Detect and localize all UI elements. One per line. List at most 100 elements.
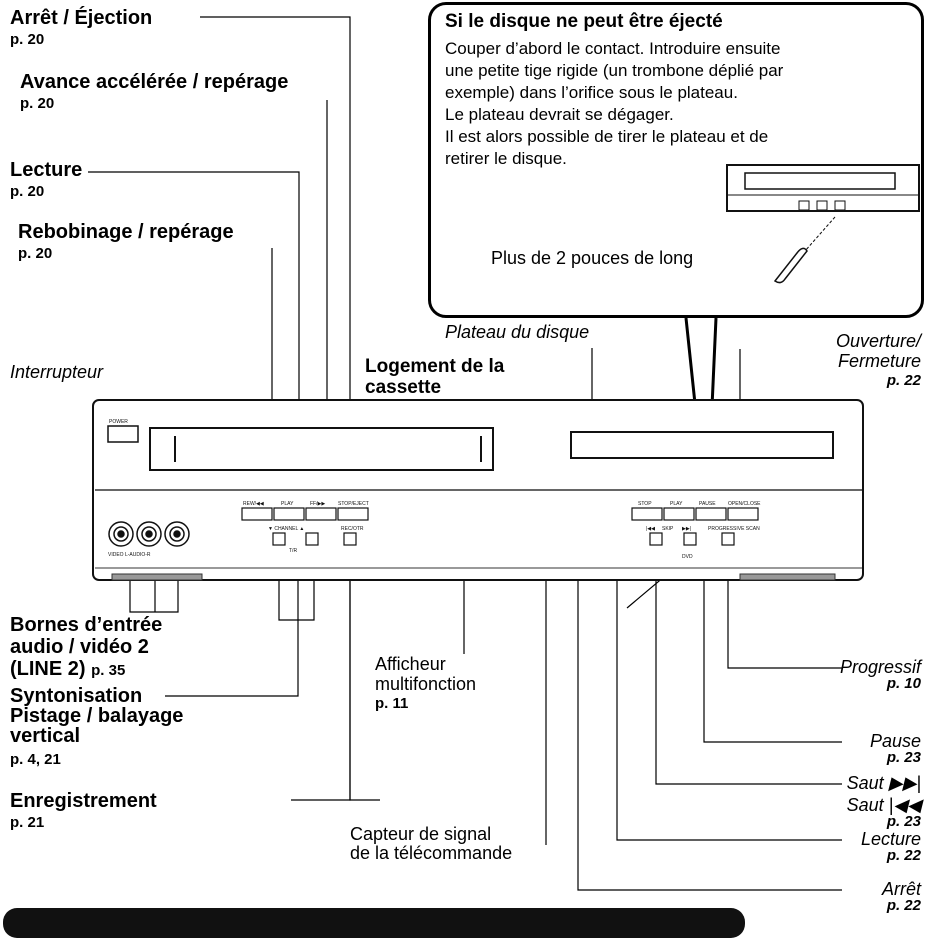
power-button[interactable]	[107, 425, 139, 443]
label-page: p. 20	[10, 183, 45, 200]
label-stop-dvd: Arrêt p. 22	[882, 880, 921, 913]
label-power: Interrupteur	[10, 362, 104, 382]
leader-skip-fwd	[655, 548, 842, 785]
progressive-button[interactable]	[721, 532, 735, 546]
label-line: Capteur de signal	[350, 824, 492, 844]
label-text: Lecture	[10, 159, 83, 181]
dvd-play-marking: PLAY	[670, 501, 683, 507]
rew-marking: REW/◀◀	[243, 501, 264, 507]
label-play-dvd: Lecture p. 22	[861, 830, 921, 863]
eject-help-callout: Si le disque ne peut être éjecté Couper …	[428, 2, 924, 318]
disc-tray[interactable]	[570, 431, 834, 459]
leader-jacks	[129, 552, 179, 613]
label-page: p. 22	[886, 372, 921, 389]
label-disc-tray: Plateau du disque	[445, 322, 590, 342]
callout-hint: Plus de 2 pouces de long	[491, 248, 694, 268]
label-page: p. 20	[20, 95, 55, 112]
label-line: Syntonisation	[10, 685, 143, 707]
record-button[interactable]	[343, 532, 357, 546]
dvd-pause-marking: PAUSE	[699, 501, 716, 507]
label-line: (LINE 2)	[10, 658, 86, 680]
label-text: Arrêt / Éjection	[10, 7, 153, 29]
device-markings: POWER REW/◀◀ PLAY FF/▶▶ STOP/EJECT ▼ CHA…	[108, 419, 761, 560]
label-line: Ouverture/	[835, 331, 921, 351]
label-progressive: Progressif p. 10	[840, 658, 921, 691]
leader-play-vcr	[88, 171, 300, 508]
label-tracking: Syntonisation Pistage / balayage vertica…	[10, 686, 183, 770]
label-text: Pause	[869, 731, 921, 751]
label-skip-fwd: Saut ▶▶|	[846, 773, 921, 793]
channel-up-button[interactable]	[305, 532, 319, 546]
label-stop-eject: Arrêt / Éjection p. 20	[10, 8, 152, 47]
label-text: Progressif	[839, 657, 921, 677]
paperclip-icon	[773, 247, 808, 284]
label-page: p. 22	[886, 847, 921, 864]
label-line: Pistage / balayage	[10, 705, 184, 727]
dvd-marking: DVD	[682, 554, 693, 560]
channel-marking: ▼ CHANNEL ▲	[268, 526, 304, 532]
stop-dvd-button[interactable]	[631, 507, 663, 521]
label-line: Fermeture	[837, 351, 921, 371]
skip-marking: SKIP	[662, 526, 674, 532]
label-play-vcr: Lecture p. 20	[10, 160, 82, 199]
label-text: Rebobinage / repérage	[18, 221, 234, 243]
label-text: Avance accélérée / repérage	[20, 71, 289, 93]
ff-marking: FF/▶▶	[310, 501, 325, 507]
callout-line: retirer le disque.	[445, 149, 567, 168]
eject-hole-illustration	[726, 164, 920, 284]
label-line: vertical	[10, 725, 81, 747]
label-display: Afficheur multifonction p. 11	[375, 654, 476, 714]
label-line: audio / vidéo 2	[10, 636, 149, 658]
jacks-marking: VIDEO L-AUDIO-R	[108, 552, 151, 558]
rewind-button[interactable]	[241, 507, 273, 521]
dvd-open-marking: OPEN/CLOSE	[728, 501, 761, 507]
label-line: Logement de la	[365, 356, 505, 377]
tv-marking: T/R	[289, 548, 297, 554]
stop-eject-marking: STOP/EJECT	[338, 501, 369, 507]
label-page: p. 20	[18, 245, 53, 262]
stop-eject-button[interactable]	[337, 507, 369, 521]
open-close-button[interactable]	[727, 507, 759, 521]
label-record: Enregistrement p. 21	[10, 791, 157, 830]
label-page: p. 4, 21	[10, 751, 61, 768]
vcr-dvd-unit	[92, 399, 864, 581]
play-vcr-button[interactable]	[273, 507, 305, 521]
skip-back-button[interactable]	[649, 532, 663, 546]
label-text: Arrêt	[881, 879, 921, 899]
play-dvd-button[interactable]	[663, 507, 695, 521]
av-input-jacks	[108, 521, 190, 547]
label-cassette: Logement de la cassette	[365, 356, 504, 398]
leader-progressive	[727, 548, 842, 669]
label-skip-back: Saut |◀◀ p. 23	[847, 796, 921, 829]
label-page: p. 11	[375, 695, 409, 712]
label-line: de la télécommande	[350, 843, 513, 863]
channel-down-button[interactable]	[272, 532, 286, 546]
label-pause: Pause p. 23	[870, 732, 921, 765]
label-rewind: Rebobinage / repérage p. 20	[18, 222, 234, 261]
callout-line: une petite tige rigide (un trombone dépl…	[445, 61, 784, 80]
progressive-marking: PROGRESSIVE SCAN	[708, 526, 760, 532]
skip-fwd-marking: ▶▶|	[682, 526, 691, 532]
label-text: Saut |◀◀	[846, 795, 921, 815]
label-page: p. 23	[886, 813, 921, 830]
label-av-inputs: Bornes d’entrée audio / vidéo 2 (LINE 2)…	[10, 614, 162, 682]
leader-channel	[278, 548, 315, 621]
play-marking: PLAY	[281, 501, 294, 507]
label-page: p. 21	[10, 814, 45, 831]
callout-line: Couper d’abord le contact. Introduire en…	[445, 39, 781, 58]
leader-record	[349, 548, 380, 801]
label-text: Lecture	[860, 829, 921, 849]
label-page: p. 20	[10, 31, 45, 48]
ffwd-button[interactable]	[305, 507, 337, 521]
pause-button[interactable]	[695, 507, 727, 521]
label-page: p. 23	[886, 749, 921, 766]
label-line: Bornes d’entrée	[10, 614, 163, 636]
label-remote-sensor: Capteur de signal de la télécommande	[350, 825, 512, 863]
skip-fwd-button[interactable]	[683, 532, 697, 546]
rec-marking: REC/OTR	[341, 526, 364, 532]
leader-tracking	[165, 548, 299, 697]
callout-line: Le plateau devrait se dégager.	[445, 105, 674, 124]
label-line: cassette	[365, 377, 442, 398]
skip-back-marking: |◀◀	[646, 526, 655, 532]
